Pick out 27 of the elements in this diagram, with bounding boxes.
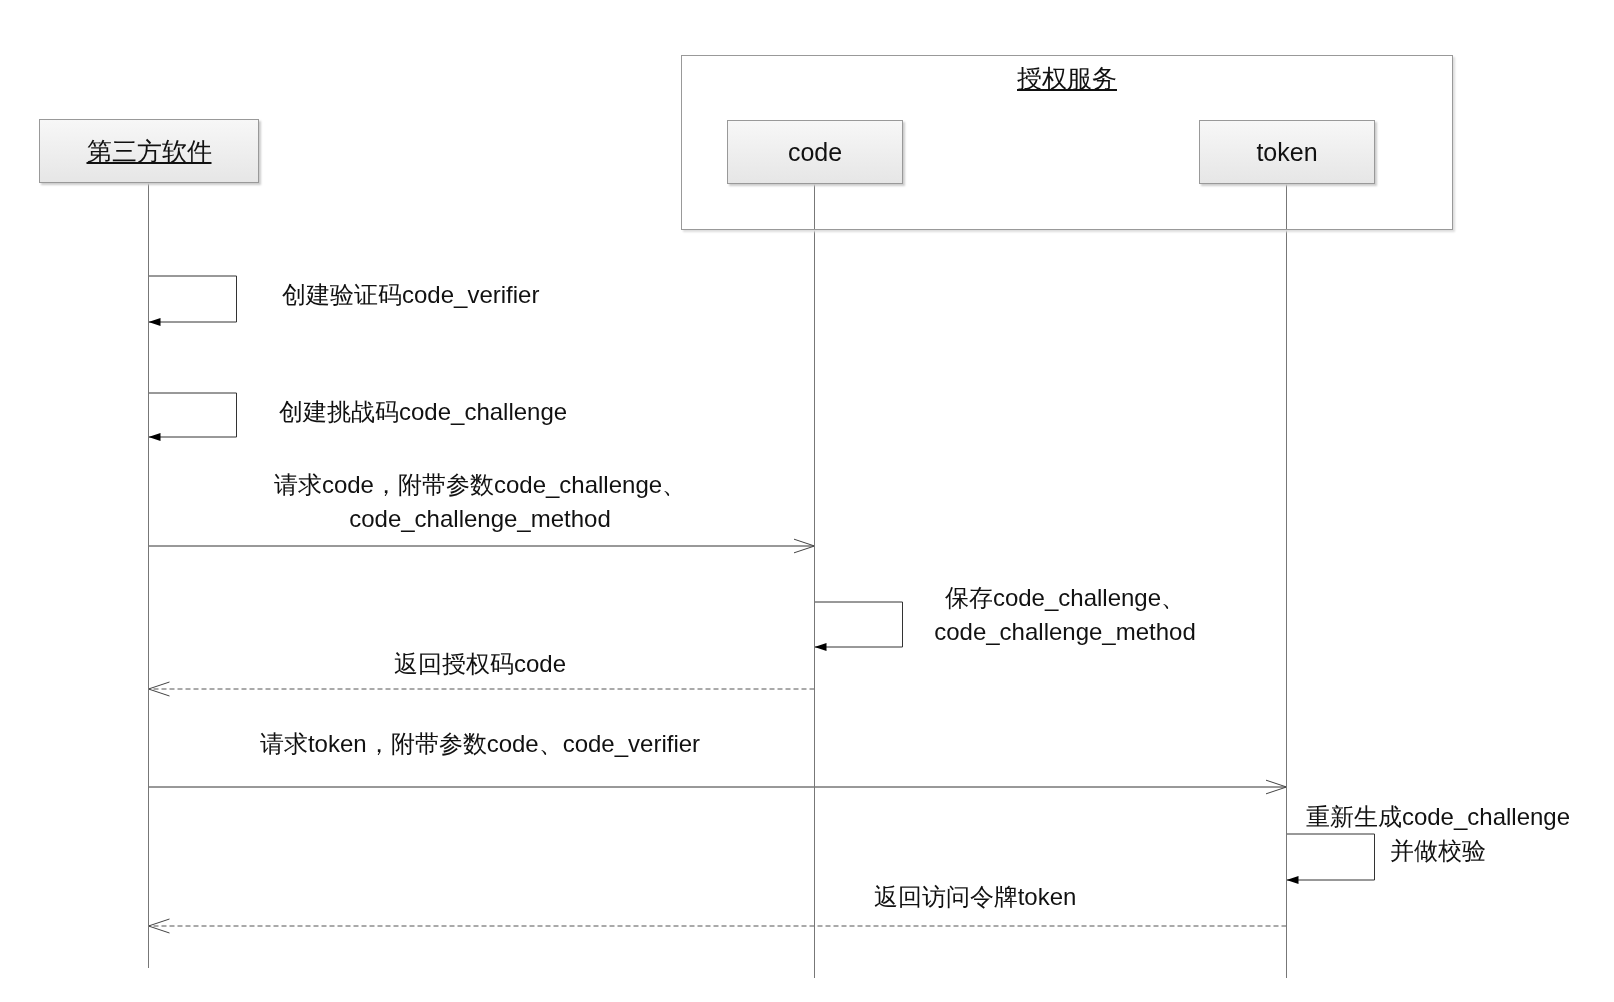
message-label: 返回授权码code (392, 649, 567, 679)
lifeline (814, 183, 815, 978)
participant-box (727, 120, 903, 184)
message-label: 请求token，附带参数code、code_verifier (258, 729, 702, 759)
message-label: 创建挑战码code_challenge (279, 397, 569, 427)
self-message-arrow (814, 601, 903, 651)
self-message-arrow (148, 392, 237, 441)
participant-name: code (787, 137, 843, 167)
message-label: 创建验证码code_verifier (282, 280, 541, 310)
lifeline (148, 183, 149, 968)
participant-name: token (1256, 137, 1318, 167)
message-arrow (148, 779, 1287, 795)
self-message-arrow (148, 275, 237, 326)
return-message-arrow (148, 681, 815, 697)
message-label: 保存code_challenge、code_challenge_method (933, 583, 1197, 647)
self-message-arrow (1286, 833, 1375, 884)
group-title: 授权服务 (1016, 63, 1118, 94)
participant-name: 第三方软件 (86, 135, 212, 167)
return-message-arrow (148, 918, 1287, 934)
message-label: 返回访问令牌token (872, 882, 1078, 912)
message-label: 重新生成code_challenge并做校验 (1304, 802, 1572, 866)
participant-box (39, 119, 259, 183)
message-arrow (148, 538, 815, 554)
message-label: 请求code，附带参数code_challenge、code_challenge_method (272, 470, 688, 534)
service-group-frame (681, 55, 1453, 230)
lifeline (1286, 183, 1287, 978)
participant-box (1199, 120, 1375, 184)
